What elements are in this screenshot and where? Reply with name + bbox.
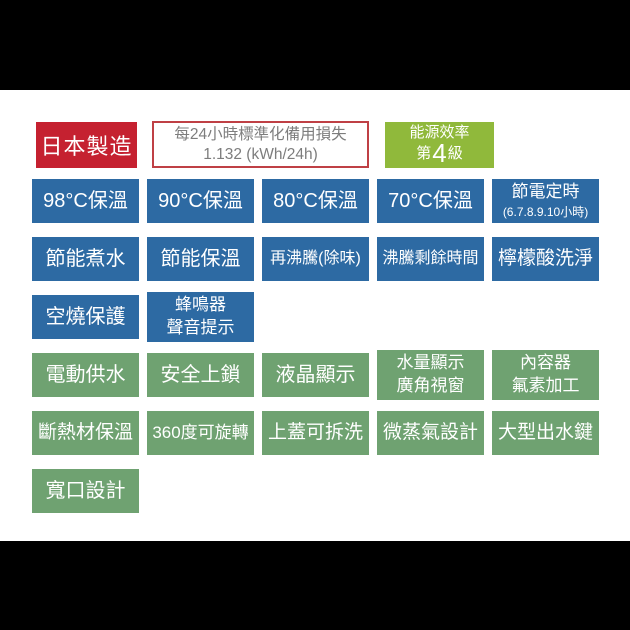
standby-loss-box: 每24小時標準化備用損失 1.132 (kWh/24h) <box>152 121 369 168</box>
feature-chip-label: 檸檬酸洗淨 <box>497 248 593 270</box>
feature-chip-label: 98°C保溫 <box>43 189 128 212</box>
feature-chip: 微蒸氣設計 <box>377 411 484 455</box>
feature-chip: 內容器氟素加工 <box>492 350 599 400</box>
feature-row: 節能煮水 節能保溫 再沸騰(除味) 沸騰剩餘時間檸檬酸洗淨 <box>32 237 630 281</box>
feature-chip-label: 蜂鳴器 <box>175 295 226 315</box>
feature-chip: 節能煮水 <box>32 237 139 281</box>
feature-chip: 節能保溫 <box>147 237 254 281</box>
made-in-japan-badge: 日本製造 <box>36 121 137 168</box>
feature-chip-label: 80°C保溫 <box>273 189 358 212</box>
standby-loss-line1: 每24小時標準化備用損失 <box>174 125 347 143</box>
feature-chip-label: 斷熱材保溫 <box>37 422 133 444</box>
feature-chip-label: 360度可旋轉 <box>152 422 249 442</box>
feature-chip: 液晶顯示 <box>262 353 369 397</box>
feature-chip: 360度可旋轉 <box>147 411 254 455</box>
feature-chip: 再沸騰(除味) <box>262 237 369 281</box>
feature-chip-label: 再沸騰(除味) <box>270 250 361 268</box>
feature-chip: 斷熱材保溫 <box>32 411 139 455</box>
feature-chip-label: 氟素加工 <box>511 376 580 395</box>
feature-chip-label: 廣角視窗 <box>396 376 465 395</box>
feature-chip-label: 內容器 <box>520 353 571 373</box>
feature-chip-label: 70°C保溫 <box>388 189 473 212</box>
feature-chip-label: 大型出水鍵 <box>497 422 593 444</box>
feature-chip-label: 上蓋可拆洗 <box>267 422 363 444</box>
feature-chip-label: 節能保溫 <box>160 247 241 270</box>
feature-chip-label: 節能煮水 <box>45 247 126 270</box>
feature-chip: 90°C保溫 <box>147 179 254 223</box>
feature-chip: 沸騰剩餘時間 <box>377 237 484 281</box>
feature-chip: 大型出水鍵 <box>492 411 599 455</box>
energy-level-prefix: 第 <box>416 145 432 163</box>
feature-chip-label: 電動供水 <box>45 363 126 386</box>
feature-chip: 上蓋可拆洗 <box>262 411 369 455</box>
feature-chip-label: 安全上鎖 <box>160 363 241 386</box>
feature-chip-label: (6.7.8.9.10小時) <box>502 205 589 220</box>
energy-rating-badge: 能源效率 第 4 級 <box>385 121 494 168</box>
feature-chip: 70°C保溫 <box>377 179 484 223</box>
header-row: 日本製造 每24小時標準化備用損失 1.132 (kWh/24h) 能源效率 第… <box>36 121 630 168</box>
feature-chip: 電動供水 <box>32 353 139 397</box>
feature-chip: 98°C保溫 <box>32 179 139 223</box>
feature-chip: 檸檬酸洗淨 <box>492 237 599 281</box>
energy-rating-title: 能源效率 <box>409 123 470 141</box>
feature-row: 空燒保護蜂鳴器聲音提示 <box>32 292 630 342</box>
feature-chip: 水量顯示廣角視窗 <box>377 350 484 400</box>
energy-level-number: 4 <box>432 137 447 168</box>
content-panel: 日本製造 每24小時標準化備用損失 1.132 (kWh/24h) 能源效率 第… <box>0 90 630 541</box>
feature-chip: 空燒保護 <box>32 295 139 339</box>
feature-chip-label: 液晶顯示 <box>275 363 356 386</box>
feature-chip: 安全上鎖 <box>147 353 254 397</box>
feature-chip-label: 90°C保溫 <box>158 189 243 212</box>
energy-level-suffix: 級 <box>447 145 463 163</box>
feature-chip-label: 微蒸氣設計 <box>382 422 478 444</box>
feature-chip: 80°C保溫 <box>262 179 369 223</box>
feature-chip-label: 寬口設計 <box>45 479 126 502</box>
feature-chip: 節電定時 (6.7.8.9.10小時) <box>492 179 599 223</box>
feature-chip-label: 水量顯示 <box>396 353 465 373</box>
feature-grid: 98°C保溫 90°C保溫 80°C保溫 70°C保溫 節電定時 (6.7.8.9.10小… <box>32 179 630 513</box>
feature-row: 電動供水安全上鎖液晶顯示水量顯示廣角視窗內容器氟素加工 <box>32 350 630 400</box>
feature-row: 寬口設計 <box>32 469 630 513</box>
feature-row: 斷熱材保溫 360度可旋轉上蓋可拆洗微蒸氣設計大型出水鍵 <box>32 411 630 455</box>
standby-loss-line2: 1.132 (kWh/24h) <box>203 145 318 163</box>
feature-chip-label: 空燒保護 <box>45 305 126 328</box>
energy-rating-level: 第 4 級 <box>416 137 463 168</box>
bottom-letterbox-bar <box>0 541 630 630</box>
feature-chip-label: 沸騰剩餘時間 <box>382 250 479 268</box>
feature-chip: 蜂鳴器聲音提示 <box>147 292 254 342</box>
feature-row: 98°C保溫 90°C保溫 80°C保溫 70°C保溫 節電定時 (6.7.8.9.10小… <box>32 179 630 223</box>
top-letterbox-bar <box>0 0 630 91</box>
feature-chip: 寬口設計 <box>32 469 139 513</box>
made-in-japan-label: 日本製造 <box>40 133 133 159</box>
feature-chip-label: 節電定時 <box>511 182 580 202</box>
feature-chip-label: 聲音提示 <box>166 318 235 337</box>
